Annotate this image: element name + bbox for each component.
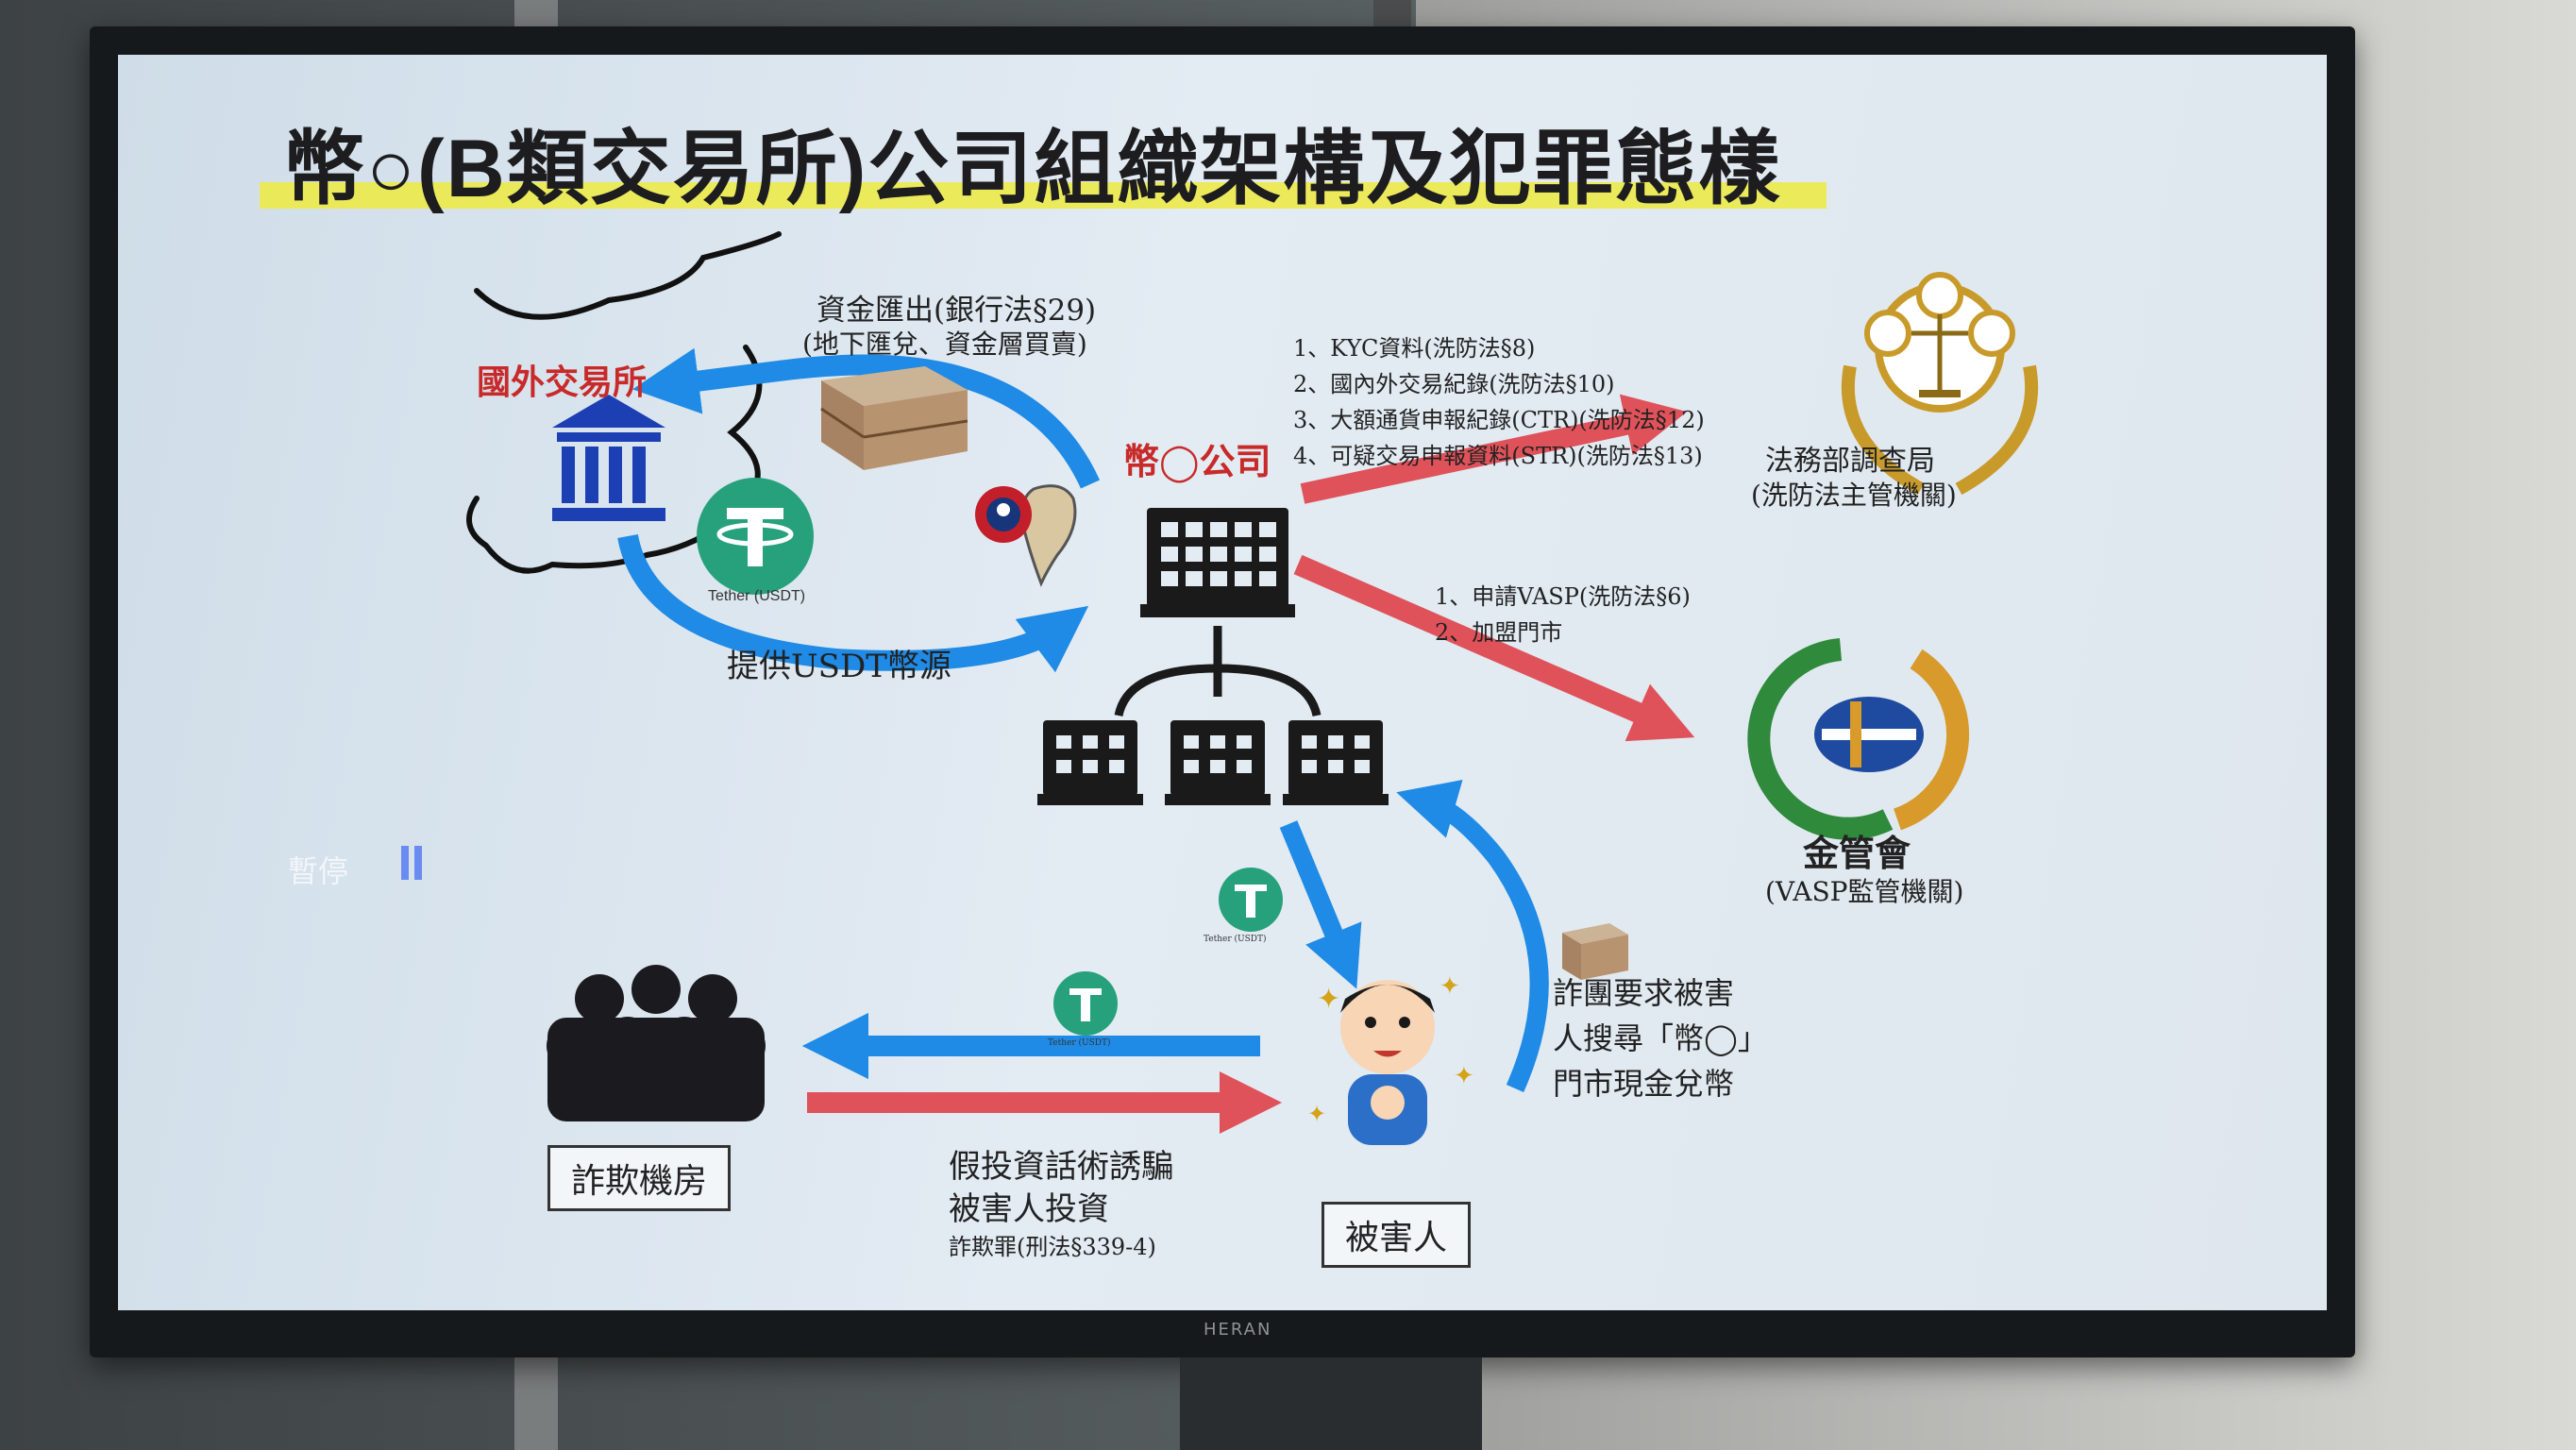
mjib-report-item: 2、國內外交易紀錄(洗防法§10) bbox=[1293, 371, 1615, 397]
tether-small-icon bbox=[1219, 868, 1283, 932]
usdt-to-victim-arrow bbox=[1279, 820, 1362, 989]
mjib-report-item: 4、可疑交易申報資料(STR)(洗防法§13) bbox=[1293, 443, 1703, 469]
tether-small-icon bbox=[1053, 971, 1118, 1036]
slide-title: 幣○(B類交易所)公司組織架構及犯罪態樣 bbox=[283, 124, 1782, 214]
world-map-outline bbox=[466, 231, 782, 574]
store-building-icon bbox=[1283, 720, 1389, 805]
title-highlight bbox=[260, 182, 1827, 209]
fraud-text-line: 假投資話術誘騙 bbox=[949, 1148, 1173, 1186]
pause-overlay-text: 暫停 bbox=[288, 853, 349, 889]
tether-icon bbox=[697, 478, 814, 595]
tv-frame: 幣○(B類交易所)公司組織架構及犯罪態樣 bbox=[90, 26, 2355, 1357]
cash-package-small-icon bbox=[1562, 923, 1628, 980]
report-arrow-mjib bbox=[1300, 394, 1688, 504]
victim-character-icon: ✦ ✦ ✦ ✦ bbox=[1307, 972, 1474, 1145]
slide-screen: 幣○(B類交易所)公司組織架構及犯罪態樣 bbox=[118, 55, 2327, 1310]
fsc-apply-list: 1、申請VASP(洗防法§6) 2、加盟門市 bbox=[1435, 579, 1691, 650]
taiwan-location-icon bbox=[975, 484, 1077, 587]
pause-icon bbox=[414, 846, 422, 880]
fsc-logo-icon bbox=[1747, 638, 1970, 840]
mjib-emblem-icon bbox=[1841, 272, 2039, 496]
tether-label: Tether (USDT) bbox=[708, 588, 806, 604]
victim-instruction: 詐團要求被害 人搜尋「幣◯」 門市現金兌幣 bbox=[1553, 970, 1768, 1106]
fsc-label: 金管會 bbox=[1803, 832, 1911, 874]
tether-small-label: Tether (USDT) bbox=[1048, 1038, 1111, 1048]
outflow-sublabel: (地下匯兌、資金層買賣) bbox=[802, 329, 1087, 360]
tether-small-label: Tether (USDT) bbox=[1204, 935, 1267, 944]
company-building-icon bbox=[1140, 508, 1295, 617]
victim-instruction-line: 門市現金兌幣 bbox=[1553, 1066, 1735, 1102]
pause-icon bbox=[401, 846, 409, 880]
usdt-source-label: 提供USDT幣源 bbox=[727, 648, 951, 685]
fsc-sublabel: (VASP監管機關) bbox=[1765, 876, 1964, 907]
mjib-label: 法務部調查局 bbox=[1765, 445, 1935, 478]
store-building-icon bbox=[1037, 720, 1143, 805]
store-building-icon bbox=[1165, 720, 1271, 805]
mjib-report-item: 1、KYC資料(洗防法§8) bbox=[1293, 335, 1536, 362]
svg-text:✦: ✦ bbox=[1454, 1062, 1474, 1090]
apply-arrow-fsc bbox=[1293, 554, 1695, 742]
fraud-law-label: 詐欺罪(刑法§339-4) bbox=[949, 1234, 1156, 1260]
fsc-apply-item: 1、申請VASP(洗防法§6) bbox=[1435, 583, 1691, 610]
mjib-report-list: 1、KYC資料(洗防法§8) 2、國內外交易紀錄(洗防法§10) 3、大額通貨申… bbox=[1293, 330, 1705, 474]
outflow-label: 資金匯出(銀行法§29) bbox=[817, 294, 1097, 328]
fsc-apply-item: 2、加盟門市 bbox=[1435, 619, 1563, 646]
svg-text:✦: ✦ bbox=[1317, 983, 1340, 1016]
fraud-room-label: 詐欺機房 bbox=[547, 1145, 732, 1211]
cash-package-icon bbox=[820, 366, 968, 470]
victim-instruction-line: 人搜尋「幣◯」 bbox=[1553, 1020, 1768, 1056]
usdt-supply-arrow bbox=[617, 533, 1089, 673]
foreign-exchange-label: 國外交易所 bbox=[477, 362, 648, 402]
svg-text:✦: ✦ bbox=[1307, 1101, 1326, 1127]
victim-label: 被害人 bbox=[1322, 1202, 1472, 1268]
tv-stand bbox=[1180, 1357, 1482, 1450]
fraud-text-line: 被害人投資 bbox=[949, 1190, 1109, 1228]
victim-instruction-line: 詐團要求被害 bbox=[1553, 975, 1735, 1011]
fraud-group-icon bbox=[547, 965, 766, 1121]
tv-brand-logo: HERAN bbox=[1204, 1320, 1272, 1340]
org-tree-lines bbox=[1114, 626, 1322, 717]
diagram-graphics: ✦ ✦ ✦ ✦ bbox=[466, 231, 2039, 1145]
victim-to-store-arrow bbox=[1396, 780, 1549, 1093]
svg-text:✦: ✦ bbox=[1440, 972, 1460, 1001]
outflow-arrow bbox=[632, 347, 1101, 489]
company-label: 幣◯公司 bbox=[1123, 440, 1271, 482]
mjib-report-item: 3、大額通貨申報紀錄(CTR)(洗防法§12) bbox=[1293, 407, 1705, 433]
bank-icon bbox=[552, 395, 665, 521]
mjib-sublabel: (洗防法主管機關) bbox=[1751, 480, 1957, 511]
